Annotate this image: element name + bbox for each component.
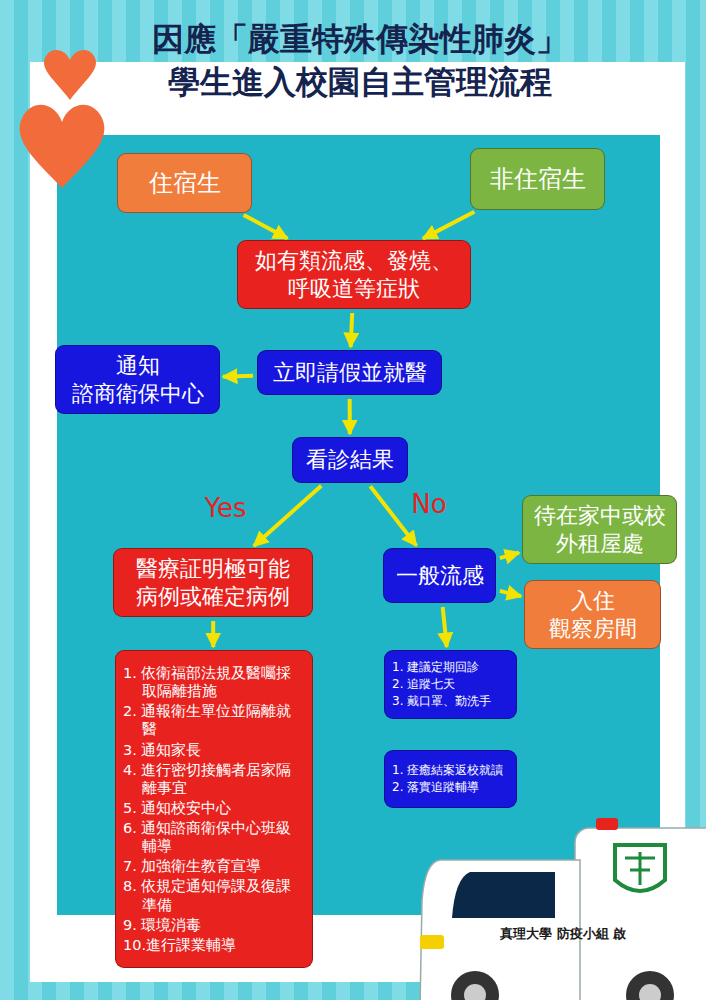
flow-arrow — [211, 621, 215, 647]
node-text: 1. 依衛福部法規及醫囑採取隔離措施 — [123, 664, 305, 700]
flow-arrow — [370, 486, 416, 545]
flow-arrow — [254, 486, 321, 546]
process-box: 立即請假並就醫 — [257, 350, 442, 395]
node-text: 9. 環境消毒 — [123, 916, 305, 934]
node-text: 住宿生 — [126, 168, 243, 198]
node-text: 通知 諮商衛保中心 — [64, 352, 211, 407]
node-text: 3. 戴口罩、勤洗手 — [392, 694, 509, 709]
node-text: 10.進行課業輔導 — [123, 936, 305, 954]
option-box: 入住 觀察房間 — [524, 580, 661, 649]
title: 因應「嚴重特殊傳染性肺炎」 學生進入校園自主管理流程 — [95, 18, 625, 104]
hearts — [20, 50, 105, 188]
flow-arrow — [351, 313, 353, 347]
group-box: 非住宿生 — [470, 148, 605, 210]
action-list: 1. 建議定期回診 2. 追蹤七天 3. 戴口罩、勤洗手 — [384, 650, 517, 719]
edge-label: Yes — [205, 493, 247, 523]
node-text: 2. 通報衛生單位並隔離就醫 — [123, 702, 305, 738]
option-box: 待在家中或校外租屋處 — [522, 495, 677, 564]
edge-label: No — [411, 489, 446, 519]
group-box: 住宿生 — [117, 153, 252, 213]
flow-arrow — [423, 212, 474, 239]
flow-arrow — [500, 553, 519, 559]
node-text: 2. 追蹤七天 — [392, 677, 509, 692]
node-text: 1. 建議定期回診 — [392, 660, 509, 675]
action-list: 1. 痊癒結案返校就讀 2. 落實追蹤輔導 — [384, 750, 517, 808]
node-text: 如有類流感、發燒、 呼吸道等症狀 — [246, 247, 462, 302]
node-text: 5. 通知校安中心 — [123, 799, 305, 817]
node-text: 待在家中或校外租屋處 — [531, 502, 668, 557]
process-box: 看診結果 — [292, 437, 408, 483]
node-text: 醫療証明極可能 病例或確定病例 — [122, 555, 304, 610]
footer-label: 真理大學 防疫小組 啟 — [500, 925, 626, 943]
node-text: 7. 加強衛生教育宣導 — [123, 857, 305, 875]
flow-arrow — [500, 591, 521, 596]
process-box: 通知 諮商衛保中心 — [55, 345, 220, 414]
result-box: 一般流感 — [383, 548, 496, 603]
action-list: 1. 依衛福部法規及醫囑採取隔離措施2. 通報衛生單位並隔離就醫 3. 通知家長 4… — [115, 650, 313, 968]
node-text: 4. 進行密切接觸者居家隔離事宜 — [123, 761, 305, 797]
ambulance — [420, 818, 706, 1000]
node-text: 3. 通知家長 — [123, 741, 305, 759]
flow-arrow — [443, 607, 447, 647]
node-text: 入住 觀察房間 — [533, 587, 652, 642]
node-text: 看診結果 — [301, 446, 399, 474]
node-text: 6. 通知諮商衛保中心班級輔導 — [123, 819, 305, 855]
node-text: 一般流感 — [392, 562, 487, 590]
node-text: 1. 痊癒結案返校就讀 — [392, 763, 509, 778]
node-text: 非住宿生 — [479, 164, 596, 194]
node-text: 2. 落實追蹤輔導 — [392, 780, 509, 795]
node-text: 立即請假並就醫 — [266, 359, 433, 387]
flow-arrow — [244, 215, 288, 239]
flow-arrow — [348, 399, 352, 434]
flow-arrow — [223, 374, 253, 379]
condition-box: 如有類流感、發燒、 呼吸道等症狀 — [237, 240, 471, 309]
node-text: 8. 依規定通知停課及復課準備 — [123, 877, 305, 913]
result-box: 醫療証明極可能 病例或確定病例 — [113, 548, 313, 617]
